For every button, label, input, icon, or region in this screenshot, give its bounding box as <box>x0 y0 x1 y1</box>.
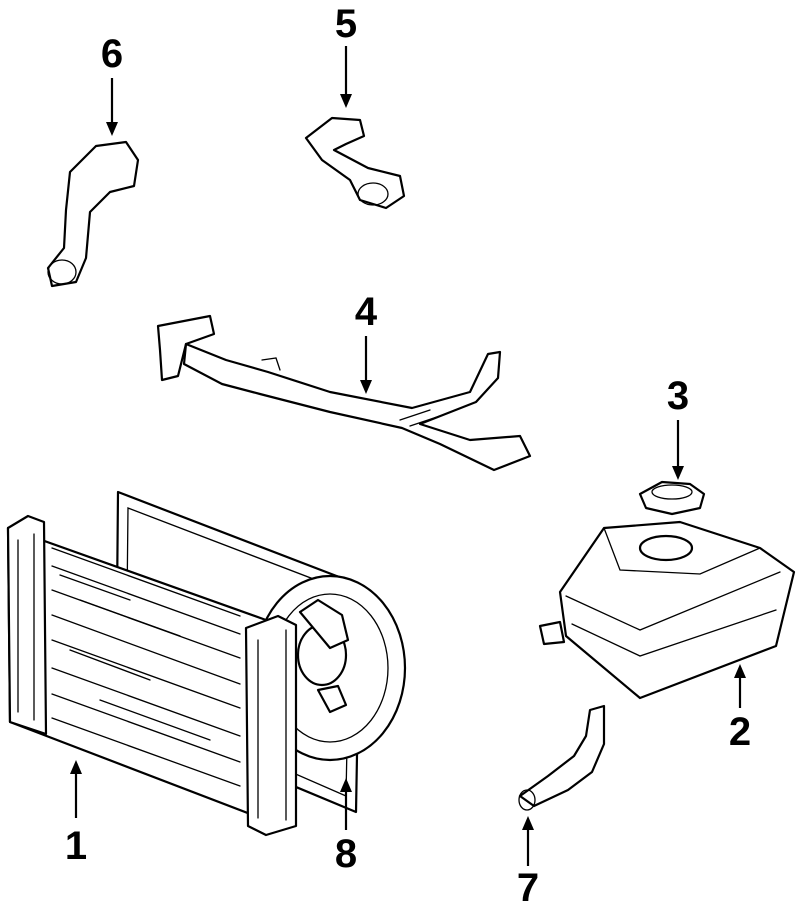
callout-8: 8 <box>334 832 358 876</box>
leader-line-8 <box>340 778 352 830</box>
callout-1: 1 <box>64 824 88 868</box>
upper-hose <box>304 116 406 210</box>
tank-cap <box>638 480 706 516</box>
radiator <box>6 514 298 837</box>
coolant-pipe <box>156 314 532 472</box>
leader-line-1 <box>70 760 82 818</box>
callout-5: 5 <box>334 2 358 46</box>
leader-line-3 <box>672 420 684 480</box>
callout-6: 6 <box>100 32 124 76</box>
callout-3: 3 <box>666 374 690 418</box>
leader-line-2 <box>734 664 746 708</box>
callout-7: 7 <box>516 866 540 910</box>
leader-line-5 <box>340 46 352 108</box>
lower-hose <box>46 140 140 288</box>
callout-4: 4 <box>354 290 378 334</box>
overflow-hose <box>518 704 606 811</box>
leader-line-7 <box>522 816 534 866</box>
expansion-tank <box>538 520 796 700</box>
callout-2: 2 <box>728 710 752 754</box>
leader-line-6 <box>106 78 118 136</box>
leader-line-4 <box>360 336 372 394</box>
